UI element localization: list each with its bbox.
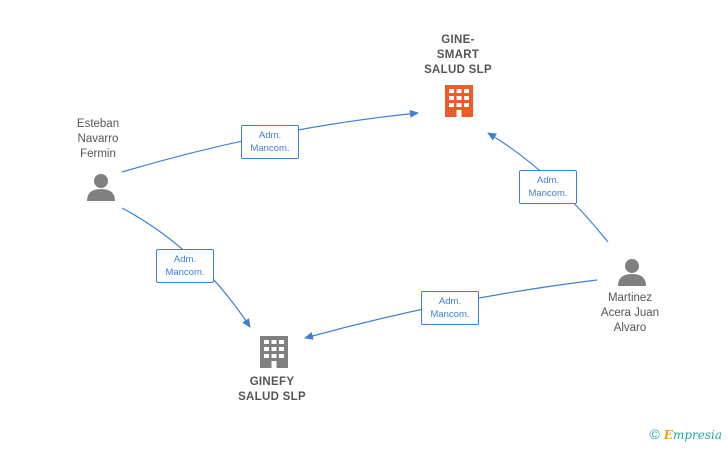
person-icon[interactable] bbox=[617, 257, 647, 287]
edge-label-esteban-gine-smart[interactable]: Adm. Mancom. bbox=[241, 125, 299, 159]
edge-label-martinez-gine-smart[interactable]: Adm. Mancom. bbox=[519, 170, 577, 204]
company-label-ginefy: GINEFY SALUD SLP bbox=[238, 376, 306, 403]
brand-watermark: ©Empresia bbox=[649, 426, 722, 442]
brand-logo-text: mpresia bbox=[672, 428, 722, 442]
edge-label-martinez-ginefy[interactable]: Adm. Mancom. bbox=[421, 291, 479, 325]
person-label-esteban: Esteban Navarro Fermin bbox=[76, 118, 120, 160]
person-icon[interactable] bbox=[86, 172, 116, 202]
person-label-martinez: Martinez Acera Juan Alvaro bbox=[600, 292, 660, 334]
copyright-symbol: © bbox=[649, 426, 660, 442]
company-label-gine-smart: GINE- SMART SALUD SLP bbox=[424, 34, 492, 76]
brand-logo-e: E bbox=[663, 428, 673, 442]
edge-label-esteban-ginefy[interactable]: Adm. Mancom. bbox=[156, 249, 214, 283]
company-building-icon[interactable] bbox=[259, 335, 289, 369]
company-building-icon[interactable] bbox=[444, 84, 474, 118]
